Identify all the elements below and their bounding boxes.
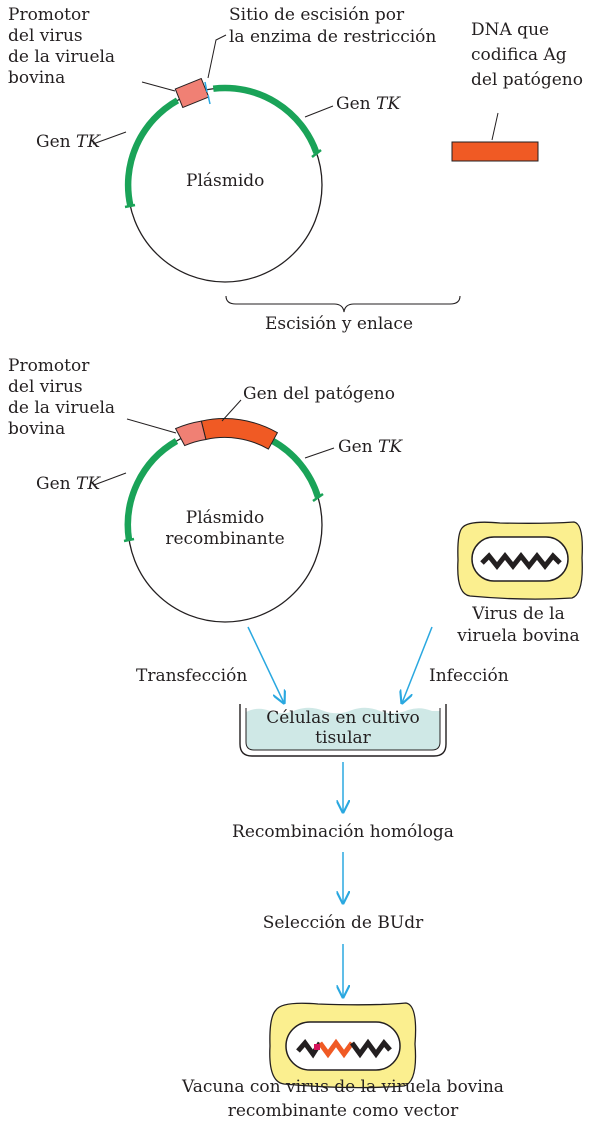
final-vaccine-label: Vacuna con virus de la viruela bovina re…: [182, 1077, 504, 1121]
virus-label: Virus de la viruela bovina: [457, 604, 580, 646]
cut-ligate-label: Escisión y enlace: [265, 314, 414, 334]
culture-dish: [239, 704, 447, 757]
restriction-site-label: Sitio de escisión por la enzima de restr…: [229, 5, 437, 47]
leader-recombinant-tk-left: [93, 472, 127, 486]
recombinant-virus-dna-insert: [317, 1038, 355, 1059]
tk-right-end-tick: [311, 149, 322, 158]
leader-recombinant-promoter: [126, 418, 177, 434]
culture-label: Células en cultivo tisular: [266, 708, 420, 748]
restriction-site-mark: [204, 81, 211, 105]
pathogen-gene-label: Gen del patógeno: [243, 384, 395, 404]
recombinant-promoter-block: [174, 420, 207, 447]
leader-tk-right: [304, 105, 334, 118]
tk-gene-right-arc: [212, 84, 320, 154]
virus-dna-strand: [480, 551, 562, 571]
arrow-transfection: [247, 626, 284, 703]
recombinant-tk-right-arc: [270, 437, 322, 499]
recombinant-plasmid-label: Plásmido recombinante: [165, 508, 285, 549]
pathogen-dna-fragment: [451, 141, 539, 162]
top-promoter-label: Promotor del virus de la viruela bovina: [8, 5, 116, 88]
promoter-block: [174, 77, 210, 109]
top-plasmid-label: Plásmido: [186, 171, 265, 191]
leader-recombinant-tk-right: [304, 447, 335, 459]
culture-dish-inner-wall: [245, 708, 441, 751]
recombinant-tk-left-end-tick: [123, 537, 135, 543]
recombinant-virus: [269, 1002, 417, 1089]
leader-promoter: [141, 81, 176, 92]
leader-dna: [491, 112, 499, 141]
selection-label: Selección de BUdr: [262, 913, 424, 933]
arrow-infection: [402, 626, 433, 703]
infection-label: Infección: [429, 666, 509, 686]
leader-tk-left: [92, 131, 127, 145]
plasmid-recombinant: [93, 399, 335, 623]
plasmid-top: [92, 34, 334, 283]
recombinant-virus-dna-right: [349, 1038, 392, 1059]
culture-dish-walls: [239, 704, 447, 757]
tk-gene-left-arc: [124, 97, 180, 207]
dna-label: DNA que codifica Ag del patógeno: [471, 20, 583, 90]
recombinant-promoter-label: Promotor del virus de la viruela bovina: [8, 356, 116, 439]
recombinant-virus-inner-membrane: [285, 1021, 401, 1071]
recombination-label: Recombinación homóloga: [232, 822, 454, 842]
culture-medium: [246, 707, 440, 750]
cut-ligate-brace: [225, 295, 461, 313]
cowpox-virus: [457, 521, 583, 600]
recombinant-virus-promoter-mark: [314, 1044, 320, 1050]
recombinant-tk-right-label: Gen TK: [338, 437, 403, 457]
leader-restriction-site: [207, 34, 227, 79]
top-tk-right-label: Gen TK: [336, 94, 401, 114]
recombinant-tk-right-end-tick: [312, 492, 324, 503]
tk-left-end-tick: [124, 203, 136, 209]
leader-pathogen-gene: [221, 399, 242, 422]
recombinant-tk-left-arc: [124, 438, 179, 541]
recombinant-tk-left-label: Gen TK: [36, 474, 101, 494]
top-tk-left-label: Gen TK: [36, 132, 101, 152]
transfection-label: Transfección: [136, 666, 248, 686]
recombinant-pathogen-gene-block: [200, 418, 279, 450]
